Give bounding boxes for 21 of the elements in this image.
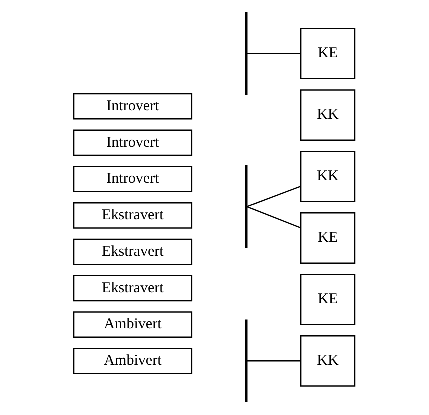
node-box: KK (300, 151, 356, 202)
node-box: Introvert (73, 93, 193, 120)
node-box: Introvert (73, 166, 193, 192)
connector (247, 53, 301, 54)
node-box: KK (300, 90, 356, 142)
node-box: Introvert (73, 130, 193, 156)
node-box: KE (300, 28, 356, 80)
node-box: Ambivert (73, 348, 193, 374)
node-box: Ekstravert (73, 275, 193, 302)
node-box: Ekstravert (73, 202, 193, 229)
node-bar (245, 12, 248, 96)
connector (246, 206, 302, 229)
node-box: KE (300, 274, 356, 326)
node-box: KK (300, 335, 356, 387)
connector (247, 360, 301, 362)
connector (246, 186, 302, 208)
node-box: KE (300, 212, 356, 264)
node-box: Ekstravert (73, 238, 193, 266)
node-bar (245, 320, 248, 403)
node-bar (245, 165, 248, 248)
node-box: Ambivert (73, 312, 193, 338)
